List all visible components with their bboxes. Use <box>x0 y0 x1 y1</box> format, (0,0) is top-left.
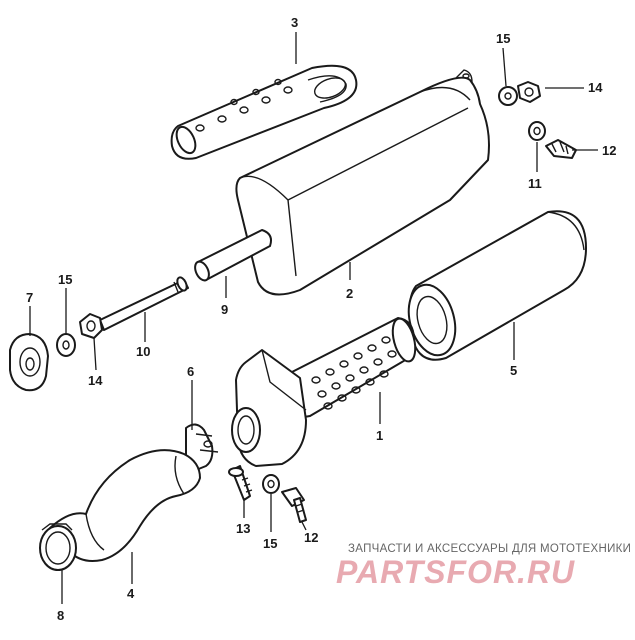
part-bolt-12-bottom <box>281 487 307 523</box>
label-part-9: 9 <box>221 302 228 317</box>
label-part-7: 7 <box>26 290 33 305</box>
label-part-6: 6 <box>187 364 194 379</box>
label-part-12-bottom: 12 <box>304 530 318 545</box>
label-part-14-right: 14 <box>588 80 603 95</box>
watermark: ЗАПЧАСТИ И АКСЕССУАРЫ ДЛЯ МОТОТЕХНИКИ PA… <box>336 543 631 590</box>
part-muffler-outer-shell <box>235 69 490 296</box>
label-part-8: 8 <box>57 608 64 623</box>
label-part-15-right: 15 <box>496 31 510 46</box>
part-nut-left <box>79 313 103 339</box>
label-part-11: 11 <box>528 176 542 191</box>
label-part-15-bottom: 15 <box>263 536 277 551</box>
watermark-tagline: ЗАПЧАСТИ И АКСЕССУАРЫ ДЛЯ МОТОТЕХНИКИ <box>348 543 631 555</box>
part-exhaust-pipe <box>49 449 201 562</box>
part-washer-11 <box>528 121 546 141</box>
part-long-bolt <box>99 276 189 331</box>
label-part-5: 5 <box>510 363 517 378</box>
part-bolt-13 <box>228 465 253 501</box>
part-grommet <box>9 333 49 392</box>
label-part-1: 1 <box>376 428 383 443</box>
part-perforated-pipe <box>231 317 417 467</box>
label-part-15-left: 15 <box>58 272 72 287</box>
part-pipe <box>194 229 272 282</box>
part-nut-right <box>517 81 541 103</box>
label-part-10: 10 <box>136 344 150 359</box>
part-heat-shield-bracket <box>170 64 358 160</box>
label-part-12-right: 12 <box>602 143 616 158</box>
label-part-4: 4 <box>127 586 135 601</box>
watermark-logo: PARTSFOR.RU <box>336 554 575 590</box>
part-washer-left <box>56 333 76 357</box>
part-washer-right <box>498 86 518 106</box>
label-part-2: 2 <box>346 286 353 301</box>
part-inner-cylinder <box>407 210 587 361</box>
leader-lines <box>29 32 598 604</box>
part-ring-clamp <box>39 523 77 571</box>
part-labels: 3 15 14 12 11 2 9 10 15 7 14 5 1 6 13 15… <box>26 15 616 623</box>
part-washer-bottom <box>262 474 280 494</box>
label-part-13: 13 <box>236 521 250 536</box>
label-part-14-left: 14 <box>88 373 103 388</box>
label-part-3: 3 <box>291 15 298 30</box>
part-bolt-12-right <box>545 139 577 159</box>
